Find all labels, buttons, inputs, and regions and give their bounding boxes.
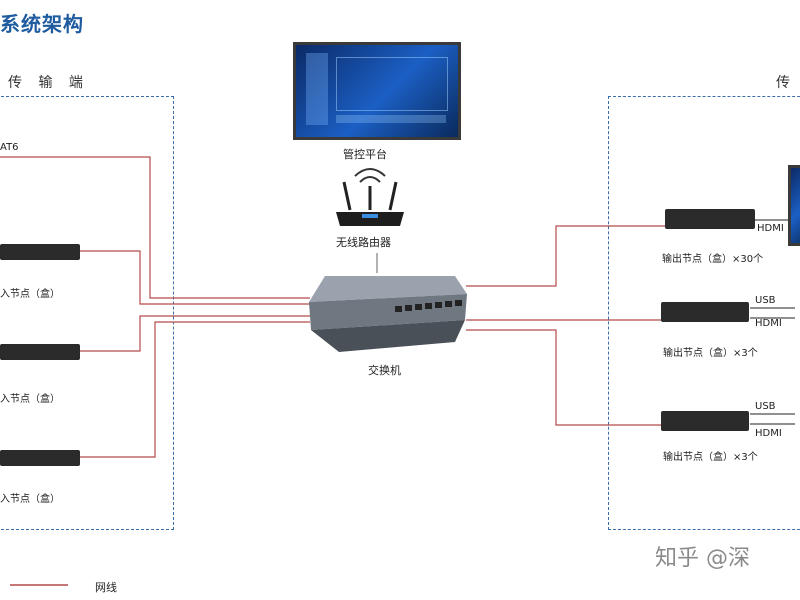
wire-output-1 xyxy=(466,225,665,287)
input-node-label-2: 入节点（盒） xyxy=(0,394,60,405)
input-node-label-3: 入节点（盒） xyxy=(0,494,60,505)
output-node-1 xyxy=(665,209,755,229)
wire-cat6 xyxy=(0,156,310,299)
platform-label: 管控平台 xyxy=(343,148,387,161)
output-display-1 xyxy=(788,165,800,246)
router-label: 无线路由器 xyxy=(336,236,391,249)
output-3-port-usb: USB xyxy=(755,401,776,412)
output-2-port-hdmi: HDMI xyxy=(755,318,782,329)
wire-input-3 xyxy=(80,321,310,458)
output-2-port-usb: USB xyxy=(755,295,776,306)
control-platform-monitor xyxy=(293,42,461,140)
output-1-port-hdmi: HDMI xyxy=(757,223,784,234)
transmit-zone xyxy=(0,96,174,530)
wire-output-3 xyxy=(466,329,665,426)
output-node-label-1: 输出节点（盒）×30个 xyxy=(662,254,764,265)
output-node-2 xyxy=(661,302,749,322)
legend-wire-label: 网线 xyxy=(95,581,117,594)
input-node-1 xyxy=(0,244,80,260)
input-node-3 xyxy=(0,450,80,466)
output-node-label-3: 输出节点（盒）×3个 xyxy=(663,452,758,463)
output-3-port-hdmi: HDMI xyxy=(755,428,782,439)
router-icon xyxy=(336,168,404,226)
input-node-label-1: 入节点（盒） xyxy=(0,289,60,300)
output-node-label-2: 输出节点（盒）×3个 xyxy=(663,348,758,359)
switch-label: 交换机 xyxy=(368,364,401,377)
receive-zone-label: 传 xyxy=(776,75,796,91)
cat6-label: AT6 xyxy=(0,142,19,153)
receive-zone xyxy=(608,96,800,530)
wire-input-2 xyxy=(80,315,310,352)
switch-icon xyxy=(309,276,467,352)
page-title: 系统架构 xyxy=(0,12,84,36)
transmit-zone-label: 传 输 端 xyxy=(8,75,89,91)
watermark: 知乎 @深 xyxy=(655,546,750,571)
input-node-2 xyxy=(0,344,80,360)
wire-input-1 xyxy=(80,250,310,305)
output-node-3 xyxy=(661,411,749,431)
